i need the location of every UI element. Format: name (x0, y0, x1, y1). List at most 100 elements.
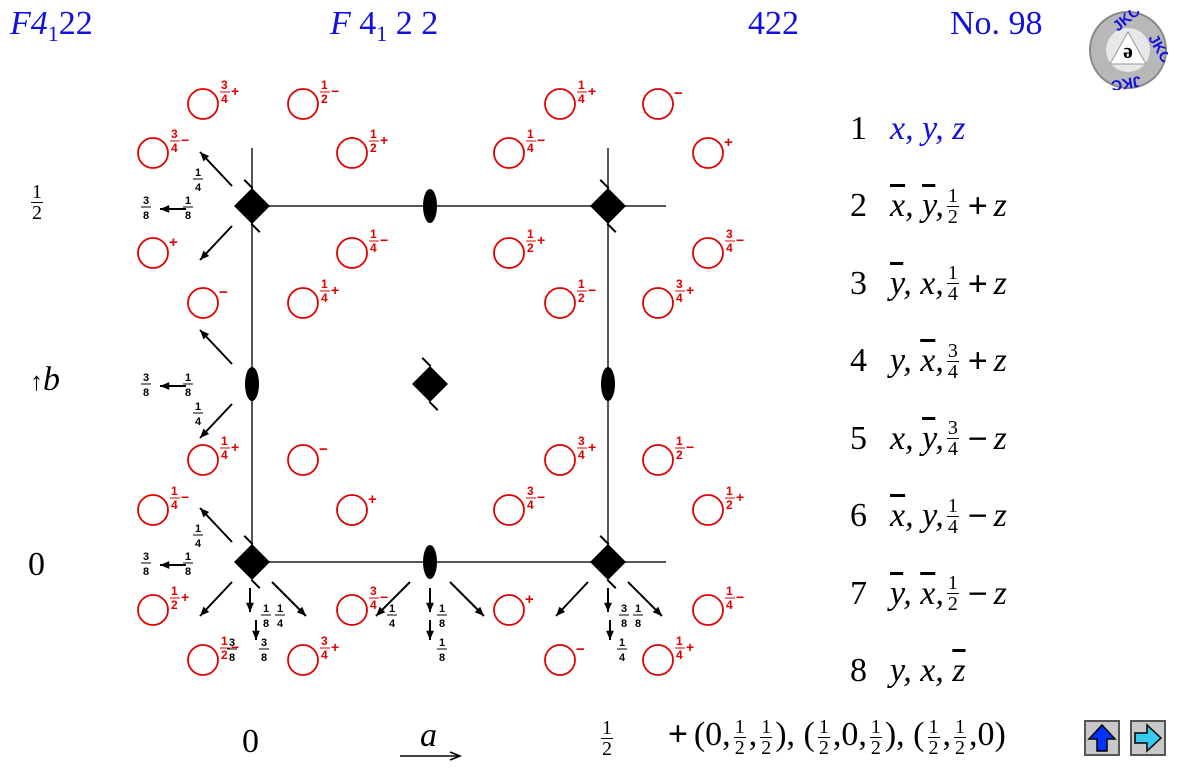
general-position: − (642, 85, 683, 120)
twofold-axis-arrow (252, 620, 260, 640)
position-sign-den: 4 (726, 241, 733, 255)
height-den: 8 (621, 618, 627, 630)
position-sign-num: 3 (370, 584, 377, 598)
diamond-tick (250, 222, 261, 233)
position-circle (692, 494, 724, 526)
arrow-head (604, 602, 612, 612)
general-position: 14+ (187, 434, 239, 476)
right-arrow-icon (1134, 723, 1163, 753)
position-sign-num: 1 (221, 434, 228, 448)
position-sign-den: 4 (370, 241, 377, 255)
general-position: − (287, 441, 328, 476)
position-circle (137, 494, 169, 526)
up-button[interactable] (1084, 720, 1120, 756)
position-sign-symbol: − (331, 83, 339, 99)
position-sign-num: 1 (676, 634, 683, 648)
position-sign-den: 4 (676, 648, 683, 662)
position-sign-den: 2 (726, 498, 733, 512)
fourfold-screw-axis (590, 535, 626, 589)
position-sign-num: 1 (321, 78, 328, 92)
position-circle (493, 494, 525, 526)
diamond-tick (421, 357, 432, 368)
height-den: 8 (635, 618, 641, 630)
position-sign-num: 3 (171, 127, 178, 141)
next-button[interactable] (1130, 720, 1166, 756)
position-sign-den: 4 (171, 141, 178, 155)
height-num: 1 (195, 167, 201, 179)
full-symbol-tail: 2 2 (387, 5, 439, 42)
position-circle (493, 594, 525, 626)
short-symbol: F4122 (10, 2, 93, 46)
position-circle (493, 237, 525, 269)
height-num: 1 (185, 551, 191, 563)
height-den: 8 (261, 652, 267, 664)
position-sign-num: 1 (527, 127, 534, 141)
fourfold-screw-axis (590, 179, 626, 233)
position-sign-num: 1 (578, 78, 585, 92)
position-sign-den: 4 (171, 498, 178, 512)
general-position: 34+ (642, 277, 694, 319)
height-num: 1 (619, 637, 625, 649)
position-sign-symbol: + (331, 282, 339, 298)
twofold-axis-arrow (426, 588, 434, 612)
axis-height-label: 14 (193, 401, 203, 428)
position-circle (493, 137, 525, 169)
twofold-axis-arrow (627, 581, 663, 617)
height-num: 3 (621, 603, 627, 615)
position-circle (187, 444, 219, 476)
position-circle (642, 88, 674, 120)
height-num: 1 (263, 603, 269, 615)
axis-height-label: 18 (437, 637, 447, 664)
point-group: 422 (748, 5, 799, 42)
position-sign-num: 1 (171, 584, 178, 598)
position-circle (692, 137, 724, 169)
twofold-axis-arrow (426, 620, 434, 640)
general-position: − (187, 284, 228, 319)
position-circle (544, 287, 576, 319)
position-sign: − (674, 85, 683, 102)
space-group-number: No. 98 (950, 5, 1043, 42)
arrow-head (474, 606, 484, 616)
axis-height-label: 14 (387, 603, 397, 630)
short-symbol-sub: 1 (47, 21, 59, 46)
full-symbol-four: 4 (350, 5, 377, 42)
position-sign-num: 1 (370, 127, 377, 141)
position-sign-num: 3 (676, 277, 683, 291)
twofold-axis-arrow (160, 561, 186, 569)
height-den: 8 (143, 387, 149, 399)
position-sign-num: 1 (726, 484, 733, 498)
position-sign-den: 4 (321, 648, 328, 662)
twofold-axis-arrow (271, 581, 307, 617)
height-num: 1 (439, 603, 445, 615)
height-den: 4 (195, 538, 202, 550)
height-den: 4 (195, 182, 202, 194)
position-sign-den: 4 (221, 92, 228, 106)
twofold-axis-arrow (199, 403, 233, 439)
position-sign-symbol: + (181, 589, 189, 605)
position-circle (187, 287, 219, 319)
axis-height-label: 18 (633, 603, 643, 630)
axis-height-label: 38 (227, 637, 237, 664)
general-position: 34− (493, 484, 545, 526)
position-circle (544, 444, 576, 476)
position-sign-symbol: − (231, 639, 239, 655)
position-sign-num: 3 (221, 78, 228, 92)
twofold-axis-arrow (449, 581, 485, 617)
position-sign-symbol: + (331, 639, 339, 655)
arrow-head (200, 606, 210, 616)
short-symbol-tail: 22 (58, 5, 93, 42)
position-sign: − (576, 641, 585, 658)
position-sign-symbol: + (537, 232, 545, 248)
position-sign-den: 2 (321, 92, 328, 106)
